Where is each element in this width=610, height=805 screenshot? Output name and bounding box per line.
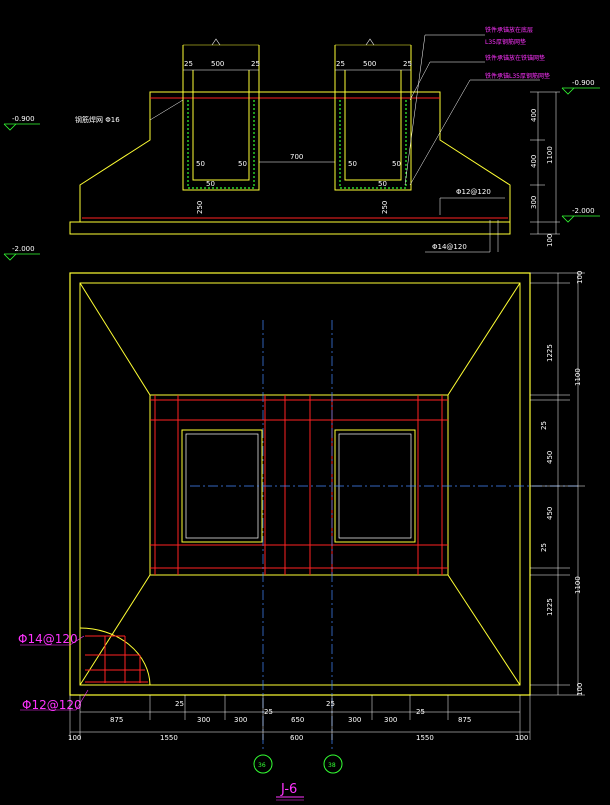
- axis-bubble-right: [323, 754, 343, 774]
- bottom-row1-7: 25: [326, 700, 335, 708]
- right-pit: [334, 44, 412, 191]
- cover-3: 25: [336, 60, 345, 68]
- plan-right-2: 1225: [546, 344, 554, 362]
- bottom-row1-5: 25: [264, 708, 273, 716]
- base-slab: [69, 221, 511, 235]
- dim-right-1: 400: [530, 109, 538, 122]
- cover-4: 25: [403, 60, 412, 68]
- plan-cap: [149, 394, 449, 576]
- plan-inner: [79, 282, 521, 686]
- dim-right-2: 400: [530, 155, 538, 168]
- note2: 铁件承锚放在铁锚网垫: [485, 54, 545, 62]
- dim-right-4: 100: [546, 234, 554, 247]
- plan-right-6: 25: [540, 543, 548, 552]
- plan-rebar-grid: [150, 395, 448, 575]
- bottom-row1-8: 300: [348, 716, 361, 724]
- corner-rebar-detail: Φ14@120 Φ12@120: [18, 627, 151, 712]
- axis-label-left: 36: [258, 762, 266, 769]
- pit-gap: 700: [290, 153, 303, 161]
- note1-line1: 铁件承锚放在底层: [485, 26, 533, 34]
- wall-1: 50: [196, 160, 205, 168]
- bottom-250-left: 250: [196, 201, 204, 214]
- elev-left-top: -0.900: [12, 115, 35, 123]
- bottom-row1-3: 300: [197, 716, 210, 724]
- elev-top: -0.900: [572, 79, 595, 87]
- plan-rebar-b: Φ12@120: [22, 698, 82, 712]
- wall-4: 50: [392, 160, 401, 168]
- plan-right-dims: [530, 272, 585, 696]
- section-view: 500 500 25 25 25 25 50 50 50 50 50 50 70…: [3, 26, 600, 261]
- plan-outer: [69, 272, 531, 696]
- plan-bottom-dims: [69, 695, 531, 740]
- bottom-row1-10: 25: [416, 708, 425, 716]
- wall-3: 50: [348, 160, 357, 168]
- axis-bubble-left: [253, 754, 273, 774]
- plan-right-8: 100: [576, 683, 584, 696]
- note3: 铁件承锚L35厚钢筋网垫: [485, 72, 550, 80]
- bottom-row1-4: 300: [234, 716, 247, 724]
- cover-2: 25: [251, 60, 260, 68]
- rebar-mesh-label: 钢筋焊网 Φ16: [75, 115, 120, 124]
- plan-right-7: 1225: [546, 598, 554, 616]
- plan-right-4: 450: [546, 451, 554, 464]
- plan-right-3: 25: [540, 421, 548, 430]
- plan-right-total-1: 1100: [574, 368, 582, 386]
- axis-label-right: 38: [328, 762, 336, 769]
- bottom-row2-4: 1550: [416, 734, 434, 742]
- wall-5: 50: [206, 180, 215, 188]
- bottom-row2-3: 600: [290, 734, 303, 742]
- elevation-marks: -0.900 -2.000 -0.900 -2.000: [3, 79, 600, 261]
- plan-rebar-a: Φ14@120: [18, 632, 78, 646]
- plan-right-1: 100: [576, 271, 584, 284]
- rebar-bottom-label: Φ14@120: [432, 243, 467, 251]
- bottom-row1-2: 25: [175, 700, 184, 708]
- bottom-row1-6: 650: [291, 716, 304, 724]
- left-pit: [182, 44, 260, 191]
- foundation-outline: [79, 91, 511, 222]
- bottom-row1-11: 875: [458, 716, 471, 724]
- bottom-row1-9: 300: [384, 716, 397, 724]
- pit-width-right: 500: [363, 60, 376, 68]
- wall-6: 50: [378, 180, 387, 188]
- plan-right-5: 450: [546, 507, 554, 520]
- plan-right-total-2: 1100: [574, 576, 582, 594]
- note1-line2: L35厚钢筋网垫: [485, 38, 526, 46]
- bottom-row2-1: 100: [68, 734, 81, 742]
- bottom-row1-1: 875: [110, 716, 123, 724]
- center-lines: [190, 320, 580, 750]
- pit-width-left: 500: [211, 60, 224, 68]
- wall-2: 50: [238, 160, 247, 168]
- elev-mid: -2.000: [572, 207, 595, 215]
- bottom-250-right: 250: [381, 201, 389, 214]
- dim-right-3: 300: [530, 196, 538, 209]
- plan-view: Φ14@120 Φ12@120 100 1225 25 450 450 25 1…: [18, 271, 585, 774]
- elev-left-bottom: -2.000: [12, 245, 35, 253]
- rebar-top-label: Φ12@120: [456, 188, 491, 196]
- bottom-row2-5: 100: [515, 734, 528, 742]
- bottom-row2-2: 1550: [160, 734, 178, 742]
- drawing-title: J-6: [280, 782, 297, 797]
- dim-right-total: 1100: [546, 146, 554, 164]
- cover-1: 25: [184, 60, 193, 68]
